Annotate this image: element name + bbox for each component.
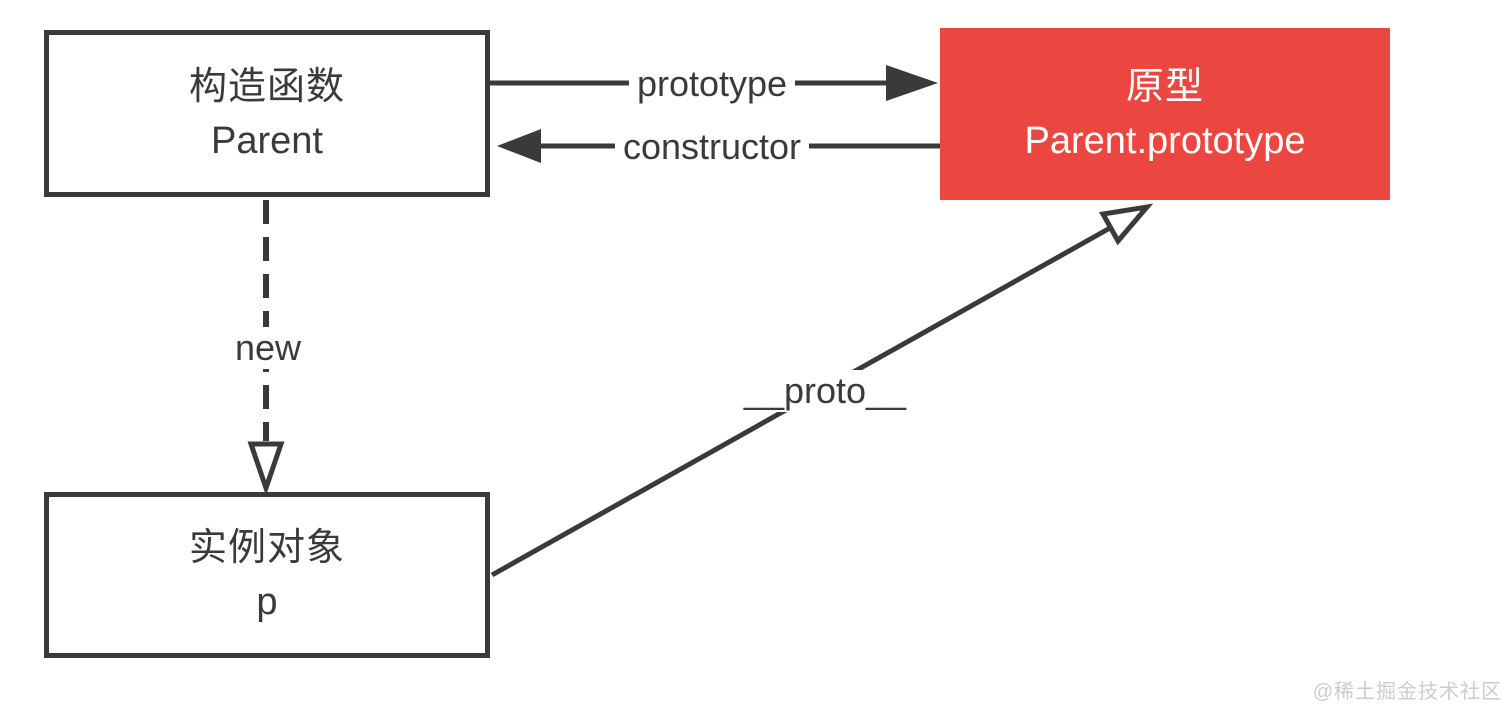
prototype-box-identifier: Parent.prototype	[1024, 120, 1306, 162]
prototype-box-name: 原型	[1125, 66, 1204, 108]
new-arrowhead-icon	[247, 441, 285, 496]
proto-arrowhead-icon	[1099, 203, 1154, 246]
prototype-edge-label: prototype	[628, 63, 796, 105]
prototype-arrowhead-icon	[886, 65, 938, 101]
constructor-function-name: 构造函数	[188, 65, 345, 108]
constructor-arrowhead-icon	[497, 129, 541, 163]
constructor-edge-label: constructor	[614, 126, 810, 168]
instance-object-identifier: p	[256, 581, 278, 623]
new-edge-label: new	[226, 327, 310, 369]
prototype-box: 原型 Parent.prototype	[940, 28, 1390, 200]
constructor-function-box: 构造函数 Parent	[44, 30, 490, 197]
watermark: @稀土掘金技术社区	[1312, 681, 1502, 703]
proto-edge-label: __proto__	[735, 370, 915, 412]
new-arrow	[247, 200, 285, 496]
instance-object-name: 实例对象	[188, 527, 345, 569]
constructor-function-identifier: Parent	[211, 119, 323, 162]
instance-object-box: 实例对象 p	[44, 492, 490, 658]
